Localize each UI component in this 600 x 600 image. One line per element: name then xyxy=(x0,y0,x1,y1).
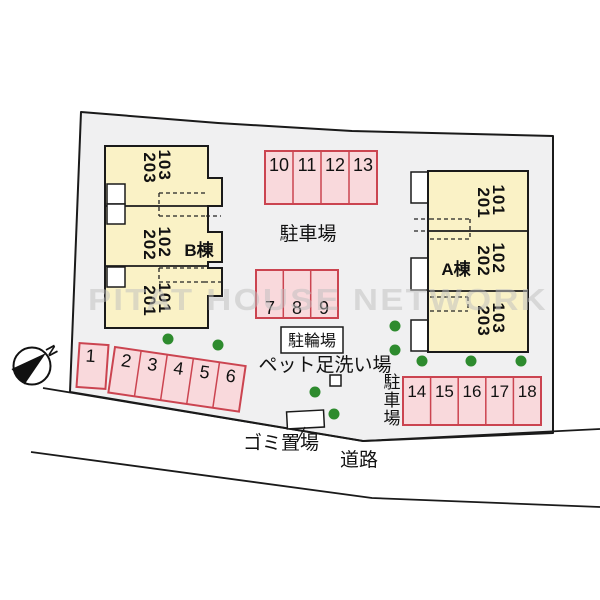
parking-space-number: 14 xyxy=(407,382,426,401)
parking-space-number: 8 xyxy=(292,298,302,318)
tree-dot xyxy=(389,344,401,356)
building-a-unit-label: 103 203 xyxy=(474,302,508,339)
tree-dot xyxy=(162,333,174,345)
parking-space-number: 7 xyxy=(265,298,275,318)
parking-lot-top: 10 11 12 13 xyxy=(264,150,378,205)
parking-divider xyxy=(212,362,221,408)
parking-space-number: 9 xyxy=(319,298,329,318)
entrance-porch xyxy=(106,183,126,205)
stairs-dashed xyxy=(414,230,469,312)
parking-space-number: 4 xyxy=(172,358,185,379)
parking-space-1-outline xyxy=(75,342,110,391)
garbage-leader-line xyxy=(296,426,306,443)
tree-dot xyxy=(309,386,321,398)
tree-dot xyxy=(465,355,477,367)
stairs-dashed xyxy=(158,267,221,283)
stairs-dashed xyxy=(158,192,221,217)
parking-space-number: 15 xyxy=(435,382,454,401)
building-a-unit-label: 101 201 xyxy=(474,184,508,221)
parking-space-number: 2 xyxy=(120,350,133,371)
building-a: 101 201 102 202 103 203 A棟 xyxy=(410,170,529,353)
garbage-station xyxy=(285,409,326,430)
pet-foot-wash: ペット足洗い場 xyxy=(258,354,392,387)
parking-lot-bottom-right: 14 15 16 17 18 xyxy=(402,376,542,426)
parking-lot-middle: 7 8 9 xyxy=(255,269,339,319)
tree-dot xyxy=(212,339,224,351)
road-upper-edge xyxy=(42,387,600,442)
compass-icon: N xyxy=(11,342,61,386)
parking-right-vertical-label: 駐 車 場 xyxy=(384,373,401,428)
building-b-unit-label: 102 202 xyxy=(140,226,174,263)
parking-vertical-char: 駐 xyxy=(384,373,401,392)
parking-space-number: 3 xyxy=(146,354,159,375)
parking-lot-bottom-left: 2 3 4 5 6 xyxy=(107,345,247,413)
parking-space-number: 12 xyxy=(325,155,345,175)
bicycle-parking-label: 駐輪場 xyxy=(288,332,336,350)
bicycle-parking-box xyxy=(280,326,344,354)
pet-foot-wash-station xyxy=(329,374,342,387)
pet-foot-wash-label: ペット足洗い場 xyxy=(258,354,391,376)
parking-space-number: 1 xyxy=(85,346,96,367)
building-a-name: A棟 xyxy=(441,259,471,279)
parking-lot-bottom-left-outline xyxy=(107,345,247,413)
building-b-unit-label: 103 203 xyxy=(140,149,174,186)
entrance-porch xyxy=(410,171,430,204)
parking-main-label: 駐車場 xyxy=(279,223,336,245)
entrance-porch xyxy=(410,319,430,352)
parking-space-number: 18 xyxy=(518,382,537,401)
parking-divider xyxy=(159,354,168,401)
parking-space-number: 6 xyxy=(224,365,237,386)
parking-vertical-char: 車 xyxy=(384,391,401,410)
building-a-unit-label: 102 202 xyxy=(474,242,508,279)
tree-dot xyxy=(328,408,340,420)
parking-space-number: 10 xyxy=(269,155,289,175)
parking-space-number: 16 xyxy=(463,382,482,401)
parking-space-number: 17 xyxy=(490,382,509,401)
garbage-area: ゴミ置場 xyxy=(243,409,326,454)
tree-dots xyxy=(162,320,527,420)
parking-space-number: 13 xyxy=(353,155,373,175)
parking-space-1: 1 xyxy=(75,342,110,391)
bicycle-parking: 駐輪場 xyxy=(280,326,344,354)
road-lower-edge xyxy=(30,451,600,508)
parking-space-number: 11 xyxy=(298,155,317,175)
building-a-outline xyxy=(427,170,529,353)
parking-divider xyxy=(185,358,195,405)
garbage-area-label: ゴミ置場 xyxy=(243,432,319,454)
parking-space-number: 5 xyxy=(198,362,211,383)
parking-divider xyxy=(133,350,142,397)
parking-lot-middle-outline xyxy=(255,269,339,319)
tree-dot xyxy=(389,320,401,332)
stairs-dashed xyxy=(414,218,471,240)
parking-lot-bottom-right-outline xyxy=(402,376,542,426)
parking-vertical-char: 場 xyxy=(384,409,401,428)
building-b-name: B棟 xyxy=(184,240,214,260)
watermark-text: PITAT HOUSE NETWORK xyxy=(88,282,548,317)
building-b-outline xyxy=(104,145,223,329)
entrance-porch xyxy=(106,266,126,288)
tree-dot xyxy=(416,355,428,367)
building-b: 103 203 102 202 101 201 B棟 xyxy=(104,145,223,329)
road-label: 道路 xyxy=(340,449,378,471)
tree-dot xyxy=(515,355,527,367)
compass-arrow xyxy=(11,353,46,385)
entrance-porch xyxy=(106,203,126,225)
building-b-unit-label: 101 201 xyxy=(140,282,174,319)
